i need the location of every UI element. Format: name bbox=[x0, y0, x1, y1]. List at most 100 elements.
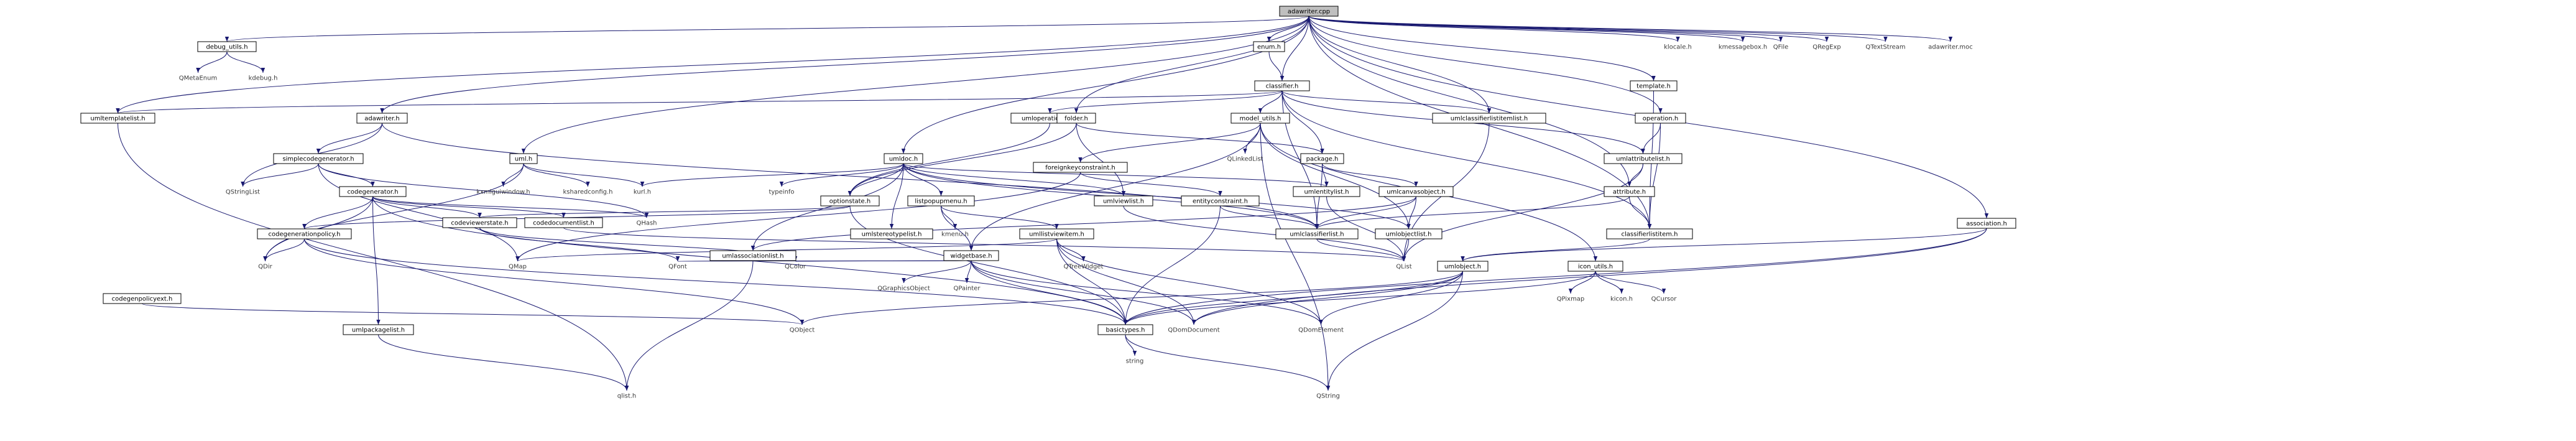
edge-optionstate-h-to-basictypes-h bbox=[849, 205, 1128, 325]
node-codegenpolicyext-h[interactable]: codegenpolicyext.h bbox=[103, 293, 182, 304]
node-uml-h[interactable]: uml.h bbox=[509, 153, 538, 164]
node-debug-utils-h[interactable]: debug_utils.h bbox=[197, 41, 257, 52]
node-codegenerationpolicy-h[interactable]: codegenerationpolicy.h bbox=[257, 228, 352, 239]
edge-umllistviewitem-h-to-QTreeWidget bbox=[1056, 238, 1086, 262]
node-QFont: QFont bbox=[668, 264, 687, 271]
node-label: umlclassifierlist.h bbox=[1290, 231, 1344, 238]
edge-umldoc-h-to-typeinfo bbox=[779, 163, 904, 187]
edge-adawriter-cpp-to-QTextStream bbox=[1308, 16, 1888, 42]
edge-classifierlistitem-h-to-umlobject-h bbox=[1461, 238, 1650, 262]
node-adawriter-cpp[interactable]: adawriter.cpp bbox=[1279, 6, 1339, 17]
edge-adawriter-cpp-to-debug-utils-h bbox=[225, 16, 1309, 42]
node-label: basictypes.h bbox=[1106, 327, 1145, 334]
node-umlobject-h[interactable]: umlobject.h bbox=[1437, 261, 1489, 272]
node-QCursor: QCursor bbox=[1651, 296, 1678, 303]
node-basictypes-h[interactable]: basictypes.h bbox=[1097, 324, 1153, 335]
node-umlentitylist-h[interactable]: umlentitylist.h bbox=[1293, 186, 1360, 197]
node-umllistviewitem-h[interactable]: umllistviewitem.h bbox=[1019, 228, 1094, 239]
edge-operation-h-to-umlattributelist-h bbox=[1641, 123, 1661, 154]
node-icon-utils-h[interactable]: icon_utils.h bbox=[1567, 261, 1623, 272]
node-label: QDomDocument bbox=[1168, 327, 1219, 334]
node-label: codegenerationpolicy.h bbox=[268, 231, 340, 238]
edge-basictypes-h-to-QString bbox=[1125, 334, 1331, 391]
node-label: attribute.h bbox=[1613, 189, 1646, 196]
edge-umldoc-h-to-umlstereotypelist-h bbox=[889, 163, 904, 230]
node-association-h[interactable]: association.h bbox=[1957, 218, 2016, 229]
edge-classifier-h-to-umlclassifierlistitemlist-h bbox=[1281, 90, 1492, 114]
node-model-utils-h[interactable]: model_utils.h bbox=[1230, 113, 1290, 124]
edge-debug-utils-h-to-QMetaEnum bbox=[196, 51, 228, 73]
node-QDomDocument: QDomDocument bbox=[1168, 327, 1219, 334]
edge-attribute-h-to-umlclassifierlist-h bbox=[1314, 196, 1630, 230]
node-template-h[interactable]: template.h bbox=[1630, 80, 1678, 91]
node-label: QStringList bbox=[226, 189, 260, 196]
node-label: classifier.h bbox=[1266, 83, 1299, 90]
node-klocale-h: klocale.h bbox=[1664, 44, 1692, 51]
node-label: umldoc.h bbox=[889, 156, 918, 163]
edges-layer bbox=[116, 16, 1989, 391]
edge-adawriter-cpp-to-template-h bbox=[1308, 16, 1656, 81]
node-attribute-h[interactable]: attribute.h bbox=[1604, 186, 1655, 197]
edge-adawriter-cpp-to-folder-h bbox=[1074, 16, 1309, 114]
node-label: QMap bbox=[509, 264, 527, 271]
node-umlclassifierlist-h[interactable]: umlclassifierlist.h bbox=[1275, 228, 1359, 239]
edge-umldoc-h-to-umlviewlist-h bbox=[903, 163, 1126, 197]
edge-simplecodegenerator-h-to-codegenerator-h bbox=[318, 163, 375, 187]
edge-model-utils-h-to-widgetbase-h bbox=[969, 123, 1261, 251]
node-foreignkeyconstraint-h[interactable]: foreignkeyconstraint.h bbox=[1033, 162, 1128, 173]
edge-model-utils-h-to-foreignkeyconstraint-h bbox=[1078, 123, 1261, 163]
edge-codegenerationpolicy-h-to-QDir bbox=[263, 238, 305, 262]
node-codeviewerstate-h[interactable]: codeviewerstate.h bbox=[442, 217, 517, 228]
node-package-h[interactable]: package.h bbox=[1300, 153, 1344, 164]
node-QTreeWidget: QTreeWidget bbox=[1064, 264, 1104, 271]
node-codedocumentlist-h[interactable]: codedocumentlist.h bbox=[524, 217, 603, 228]
node-widgetbase-h[interactable]: widgetbase.h bbox=[943, 250, 999, 261]
node-umlviewlist-h[interactable]: umlviewlist.h bbox=[1094, 195, 1153, 207]
node-label: kdebug.h bbox=[249, 75, 278, 82]
node-label: QTreeWidget bbox=[1064, 264, 1104, 271]
edge-umldoc-h-to-umlobjectlist-h bbox=[903, 163, 1411, 230]
node-enum-h[interactable]: enum.h bbox=[1253, 41, 1285, 52]
node-umlclassifierlistitemlist-h[interactable]: umlclassifierlistitemlist.h bbox=[1432, 113, 1546, 124]
node-label: association.h bbox=[1966, 221, 2007, 228]
edge-umlcanvasobject-h-to-umlclassifierlist-h bbox=[1314, 196, 1416, 230]
node-label: optionstate.h bbox=[829, 198, 870, 205]
edge-adawriter-cpp-to-kmessagebox-h bbox=[1308, 16, 1745, 42]
node-label: folder.h bbox=[1064, 116, 1088, 123]
node-umldoc-h[interactable]: umldoc.h bbox=[884, 153, 923, 164]
edge-umlobject-h-to-QDomDocument bbox=[1191, 271, 1463, 325]
node-listpopupmenu-h[interactable]: listpopupmenu.h bbox=[907, 195, 975, 207]
node-umlcanvasobject-h[interactable]: umlcanvasobject.h bbox=[1378, 186, 1454, 197]
node-codegenerator-h[interactable]: codegenerator.h bbox=[339, 186, 407, 197]
edge-umllistviewitem-h-to-basictypes-h bbox=[1056, 238, 1128, 325]
node-classifier-h[interactable]: classifier.h bbox=[1254, 80, 1310, 91]
node-operation-h[interactable]: operation.h bbox=[1635, 113, 1686, 124]
node-folder-h[interactable]: folder.h bbox=[1056, 113, 1096, 124]
edge-uml-h-to-QDir bbox=[263, 163, 524, 262]
node-adawriter-h[interactable]: adawriter.h bbox=[356, 113, 408, 124]
node-label: umllistviewitem.h bbox=[1029, 231, 1084, 238]
node-umlstereotypelist-h[interactable]: umlstereotypelist.h bbox=[850, 228, 933, 239]
edge-codedocumentlist-h-to-QList bbox=[563, 227, 1406, 262]
node-umlattributelist-h[interactable]: umlattributelist.h bbox=[1604, 153, 1683, 164]
node-label: umlobjectlist.h bbox=[1386, 231, 1432, 238]
node-umltemplatelist-h[interactable]: umltemplatelist.h bbox=[80, 113, 155, 124]
node-entityconstraint-h[interactable]: entityconstraint.h bbox=[1181, 195, 1260, 207]
node-QPainter: QPainter bbox=[954, 285, 981, 292]
node-umlobjectlist-h[interactable]: umlobjectlist.h bbox=[1375, 228, 1443, 239]
node-umlassociationlist-h[interactable]: umlassociationlist.h bbox=[709, 250, 796, 261]
edge-umllistviewitem-h-to-QMap bbox=[515, 238, 1057, 262]
edge-umlattributelist-h-to-QList bbox=[1401, 163, 1643, 262]
node-label: umlstereotypelist.h bbox=[862, 231, 922, 238]
node-optionstate-h[interactable]: optionstate.h bbox=[820, 195, 880, 207]
edge-model-utils-h-to-QLinkedList bbox=[1243, 123, 1261, 154]
node-label: klocale.h bbox=[1664, 44, 1692, 51]
node-classifierlistitem-h[interactable]: classifierlistitem.h bbox=[1606, 228, 1693, 239]
node-simplecodegenerator-h[interactable]: simplecodegenerator.h bbox=[273, 153, 364, 164]
node-label: kxmlguiwindow.h bbox=[476, 189, 530, 196]
node-QFile: QFile bbox=[1773, 44, 1789, 51]
edge-adawriter-cpp-to-adawriter-moc bbox=[1308, 16, 1952, 42]
node-umlpackagelist-h[interactable]: umlpackagelist.h bbox=[343, 324, 414, 335]
edge-widgetbase-h-to-QPainter bbox=[964, 260, 972, 284]
